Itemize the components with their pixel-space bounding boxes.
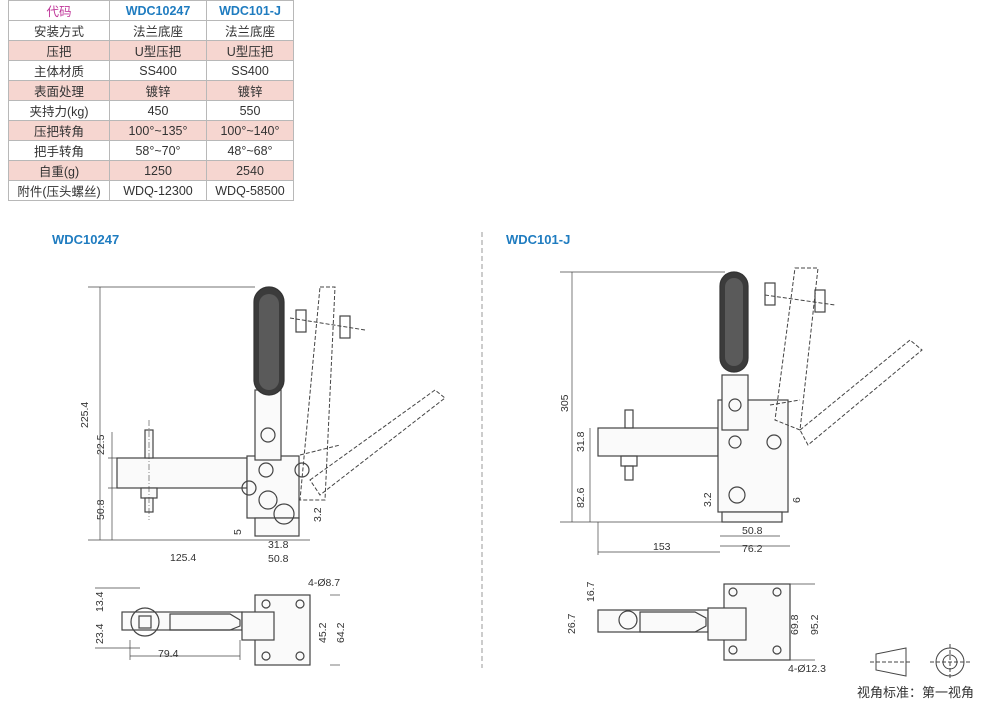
table-cell-v1: SS400 [109, 60, 207, 81]
dim-16: 16.7 [585, 581, 597, 602]
table-cell-v2: 48°~68° [206, 140, 294, 161]
dim-50c: 50.8 [742, 525, 763, 537]
drawing1-top-view [95, 587, 340, 666]
projection-legend-label: 视角标准：第一视角 [857, 685, 975, 700]
table-cell-v2: 550 [206, 100, 294, 121]
dim-50b: 50.8 [268, 553, 289, 565]
dim-3: 3.2 [312, 507, 324, 522]
table-cell-v2: 100°~140° [206, 120, 294, 141]
dim-125: 125.4 [170, 552, 196, 564]
table-cell-label: 主体材质 [8, 60, 110, 81]
header-model1: WDC10247 [109, 0, 207, 21]
dim-45: 45.2 [317, 622, 329, 643]
header-code: 代码 [8, 0, 110, 21]
drawing1-title: WDC10247 [52, 232, 120, 247]
table-cell-v2: SS400 [206, 60, 294, 81]
dim-5: 5 [232, 529, 244, 535]
dim-31: 31.8 [268, 539, 289, 551]
table-cell-v2: U型压把 [206, 40, 294, 61]
dim-64: 64.2 [335, 622, 347, 643]
table-cell-v2: WDQ-58500 [206, 180, 294, 201]
table-cell-v1: U型压把 [109, 40, 207, 61]
table-cell-v2: 镀锌 [206, 80, 294, 101]
table-cell-v2: 法兰底座 [206, 20, 294, 41]
dim-22: 22.5 [95, 434, 107, 455]
dim-153: 153 [653, 541, 671, 553]
dim-12: 4-Ø12.3 [788, 663, 826, 675]
dim-8: 4-Ø8.7 [308, 577, 340, 589]
table-cell-label: 安装方式 [8, 20, 110, 41]
projection-symbol-icon [870, 644, 970, 680]
table-cell-label: 压把转角 [8, 120, 110, 141]
dim-82: 82.6 [575, 487, 587, 508]
table-header-row: 代码 WDC10247 WDC101-J [8, 0, 294, 21]
drawing1-side-view [88, 286, 446, 541]
table-cell-v1: 100°~135° [109, 120, 207, 141]
dim-13: 13.4 [94, 591, 106, 612]
dim-3b: 3.2 [702, 492, 714, 507]
dim-6: 6 [791, 497, 803, 503]
dim-23: 23.4 [94, 623, 106, 644]
dim-79: 79.4 [158, 648, 179, 660]
header-model2: WDC101-J [206, 0, 294, 21]
dim-95: 95.2 [809, 614, 821, 635]
drawing2-title: WDC101-J [506, 232, 571, 247]
dim-225: 225.4 [79, 402, 91, 428]
dim-50: 50.8 [95, 499, 107, 520]
table-cell-label: 表面处理 [8, 80, 110, 101]
drawing2-top-view [597, 583, 815, 661]
table-cell-label: 压把 [8, 40, 110, 61]
dim-76: 76.2 [742, 543, 763, 555]
table-cell-v1: WDQ-12300 [109, 180, 207, 201]
drawing2-side-view [560, 267, 923, 555]
dim-69: 69.8 [789, 614, 801, 635]
dim-31b: 31.8 [575, 431, 587, 452]
dim-305: 305 [559, 394, 571, 412]
table-row: 表面处理镀锌镀锌 [8, 80, 294, 101]
dim-26: 26.7 [566, 613, 578, 634]
table-cell-label: 附件(压头螺丝) [8, 180, 110, 201]
table-cell-label: 把手转角 [8, 140, 110, 161]
